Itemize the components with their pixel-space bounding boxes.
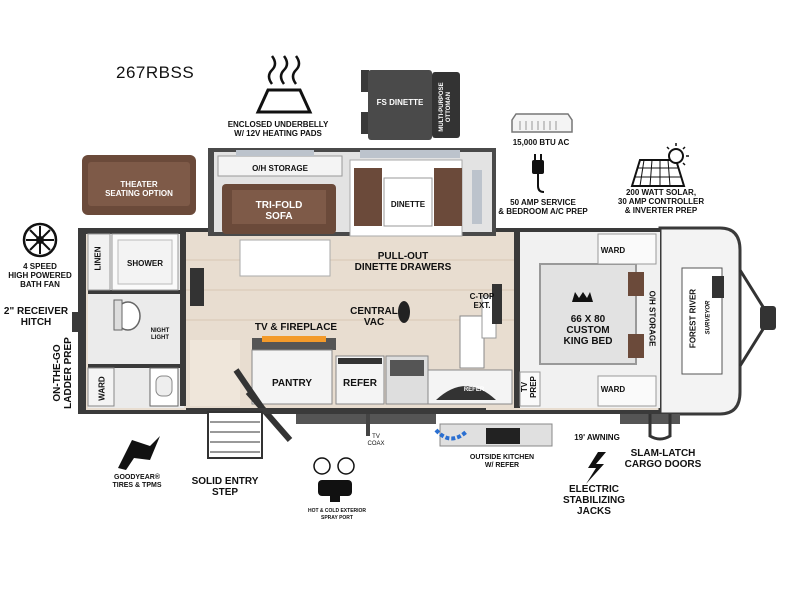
refer-small-label: REFER: [463, 387, 485, 393]
spray-port-icon: [313, 457, 355, 502]
entry-steps: [207, 411, 263, 459]
awning-label: 19' AWNING: [574, 433, 620, 442]
lightning-icon: [586, 452, 606, 484]
fs-dinette-option: [361, 70, 460, 140]
shower-label: SHOWER: [127, 259, 163, 268]
crown-icon: [572, 292, 593, 302]
tv-coax-label: TV COAX: [367, 434, 385, 447]
dinette-label: DINETTE: [390, 200, 426, 209]
theater-seating-option: [82, 155, 196, 215]
solar-icon: [630, 143, 689, 187]
ac-icon: [511, 113, 573, 133]
solar-label: 200 WATT SOLAR, 30 AMP CONTROLLER & INVE…: [617, 188, 705, 215]
ward-bottom-label: WARD: [600, 385, 626, 394]
amp-service-label: 50 AMP SERVICE & BEDROOM A/C PREP: [498, 198, 588, 216]
goodyear-icon: [118, 436, 160, 470]
ac-label: 15,000 BTU AC: [512, 138, 570, 147]
bath-fan-icon: [22, 222, 58, 258]
tv-fireplace-label: TV & FIREPLACE: [254, 322, 338, 333]
receiver-hitch: [72, 312, 80, 332]
power-plug-icon: [532, 154, 545, 193]
king-bed-label: 66 X 80 CUSTOM KING BED: [563, 314, 613, 347]
tires-label: GOODYEAR® TIRES & TPMS: [112, 474, 162, 489]
trifold-sofa-label: TRI-FOLD SOFA: [255, 200, 303, 222]
bath-fan-label: 4 SPEED HIGH POWERED BATH FAN: [8, 262, 72, 289]
oh-storage-top-label: O/H STORAGE: [252, 164, 308, 173]
pantry-label: PANTRY: [272, 378, 312, 389]
heating-pads-icon: [255, 55, 313, 114]
refer-label: REFER: [343, 378, 377, 389]
ladder-prep-label: ON-THE-GO LADDER PREP: [52, 337, 74, 409]
tv-prep-label: TV PREP: [520, 376, 538, 398]
brand-sub-label: SURVEYOR: [705, 300, 712, 335]
model-name: 267RBSS: [116, 63, 195, 82]
ward-bath-label: WARD: [97, 376, 107, 401]
night-light-label: NIGHT LIGHT: [150, 328, 170, 341]
linen-label: LINEN: [93, 246, 103, 271]
oh-storage-right-label: O/H STORAGE: [647, 290, 657, 347]
brand-label: FOREST RIVER: [688, 288, 698, 349]
theater-label: THEATER SEATING OPTION: [105, 180, 173, 198]
footprint-icon: [398, 301, 410, 323]
entry-step-label: SOLID ENTRY STEP: [191, 476, 259, 498]
heating-pads-label: ENCLOSED UNDERBELLY W/ 12V HEATING PADS: [227, 120, 329, 138]
pullout-drawers-label: PULL-OUT DINETTE DRAWERS: [354, 251, 452, 273]
cargo-doors-label: SLAM-LATCH CARGO DOORS: [624, 448, 702, 470]
fs-dinette-label: FS DINETTE: [376, 98, 424, 107]
central-vac-label: CENTRAL VAC: [350, 306, 398, 328]
ottoman-label: MULTI-PURPOSE OTTOMAN: [439, 82, 452, 132]
stabilizing-label: ELECTRIC STABILIZING JACKS: [562, 484, 626, 517]
outside-kitchen-label: OUTSIDE KITCHEN W/ REFER: [469, 454, 535, 469]
ward-top-label: WARD: [600, 246, 626, 255]
receiver-hitch-label: 2" RECEIVER HITCH: [3, 306, 69, 328]
spray-port-label: HOT & COLD EXTERIOR SPRAY PORT: [307, 508, 367, 521]
ctop-ext-label: C-TOP EXT.: [469, 292, 495, 310]
hitch: [738, 269, 776, 367]
